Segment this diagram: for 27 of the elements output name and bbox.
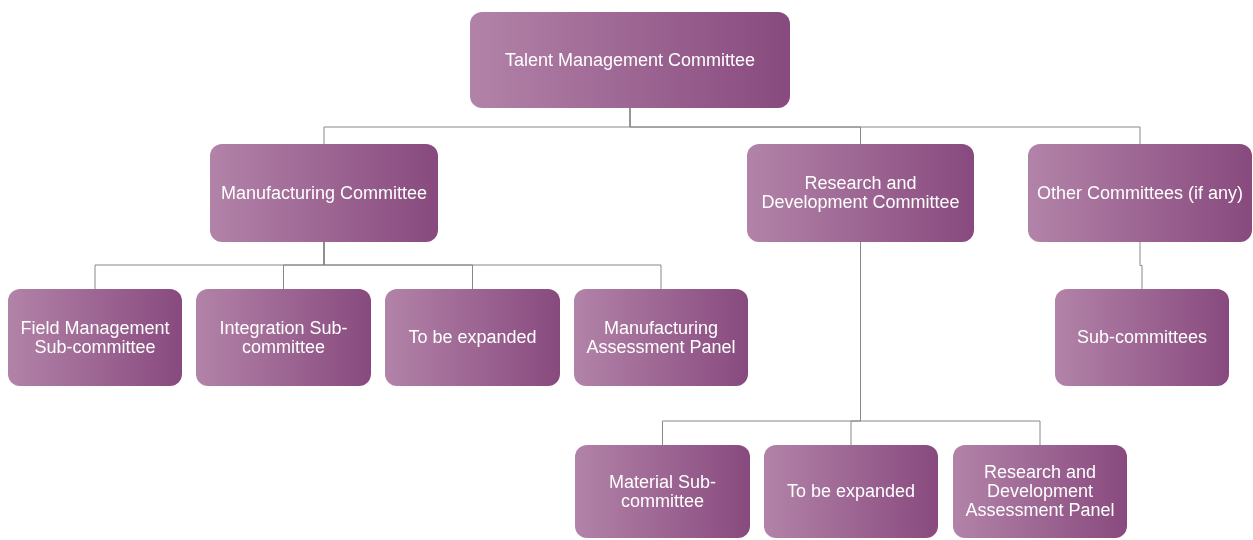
connector-line	[1139, 241, 1143, 290]
committee-name: Integration Sub-committee	[218, 318, 349, 357]
connector-line	[323, 241, 662, 290]
committee-name: To be expanded	[408, 328, 537, 347]
committee-box	[747, 144, 974, 242]
committee-box	[574, 289, 748, 386]
committee-name: Sub-committees	[1076, 328, 1207, 347]
committee-box	[575, 445, 750, 538]
committee-name: To be expanded	[786, 482, 916, 501]
committee-box	[385, 289, 560, 386]
committee-box	[764, 445, 938, 538]
committee-name: Field Management Sub-committee	[19, 318, 171, 357]
committee-name: Manufacturing Assessment Panel	[585, 318, 737, 357]
connector-line	[629, 107, 1141, 145]
committee-box	[196, 289, 371, 386]
committee-name: Manufacturing Committee	[220, 183, 428, 203]
committee-name: Research and Development Committee	[760, 174, 961, 212]
committee-box	[210, 144, 438, 242]
committee-box	[8, 289, 182, 386]
committee-name: Talent Management Committee	[504, 50, 756, 70]
committee-name: Other Committees (if any)	[1036, 183, 1244, 203]
committee-name: Material Sub-committee	[607, 472, 717, 511]
committee-box	[1028, 144, 1252, 242]
committee-box	[470, 12, 790, 108]
committee-box	[953, 445, 1127, 538]
committee-box	[1055, 289, 1229, 386]
committee-name: Research and Development Assessment Panel	[964, 463, 1116, 520]
